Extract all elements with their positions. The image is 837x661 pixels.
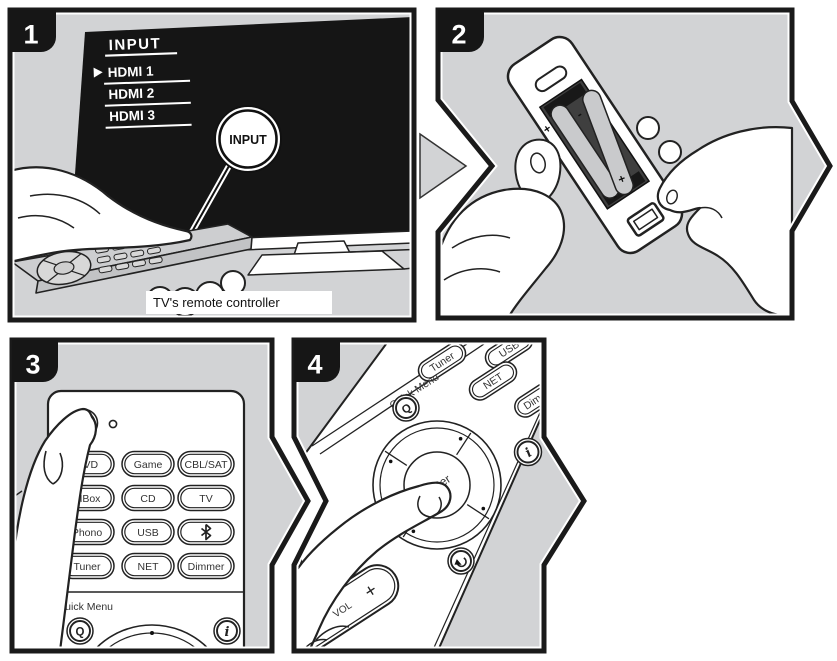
step-number-3: 3 [25,350,40,380]
step-number-4: 4 [307,350,322,380]
caption-box [146,291,332,314]
depicted-button-tuner: Tuner [73,561,101,573]
panel-3-border [9,337,311,654]
panel-4-border [291,337,587,654]
tv-menu-title: INPUT [108,35,161,54]
dpad-left-mark [388,459,393,464]
tv-menu-item-hdmi3: HDMI 3 [109,107,156,124]
menu-underline [105,123,192,129]
panel-step-2: + - - + [433,5,836,323]
hand-pressing-tv-remote [10,166,193,264]
fingertip [658,140,682,164]
callout-label: INPUT [229,133,267,147]
depicted-info-button: i [513,437,543,467]
input-selector-buttons: DVD Game CBL/SAT MBox CD TV Phono USB [59,450,235,580]
step-badge-2 [438,10,484,52]
polarity-minus-mark: - [609,189,621,204]
panel-2-border [435,7,833,321]
fingernail [43,450,64,485]
depicted-q-button: Q [392,394,420,422]
left-thumb [514,138,562,204]
fingernail [417,495,442,518]
depicted-button-cd: CD [140,493,156,505]
depicted-button-cblsat: CBL/SAT [185,459,229,471]
remote-back: + - - + [506,35,684,255]
polarity-minus-mark: - [573,107,585,122]
step-number-1: 1 [23,20,38,50]
menu-underline [105,52,178,57]
tv-menu-item-hdmi1: HDMI 1 [107,64,154,81]
remote-led-dot [108,419,118,429]
depicted-info-button: i [213,617,241,645]
bluetooth-icon [200,523,212,541]
dpad-up-mark [150,631,154,635]
tv-remote [11,223,253,294]
depicted-button-dimmer: Dimmer [188,561,225,573]
return-arrow-icon [454,557,467,568]
q-button-glyph: Q [76,627,85,639]
polarity-plus-mark: + [616,171,627,187]
step-badge-1 [10,10,56,52]
caption-tv-remote: TV's remote controller [153,295,280,310]
cover-latch-hole [632,208,659,231]
depicted-button-usb: USB [137,527,159,539]
step-number-2: 2 [451,20,466,50]
depicted-return-button [447,547,475,575]
quick-menu-label: Quick Menu [57,601,113,613]
tv-menu-item-hdmi2: HDMI 2 [108,86,154,103]
depicted-button-game: Game [134,459,163,471]
info-icon: i [225,625,230,640]
step-badge-3 [12,340,58,382]
callout-leader-line [188,165,230,238]
panel-1-border [7,7,417,323]
depicted-button-tv: TV [199,493,212,505]
tv-remote-buttons [95,236,163,274]
left-hand-holding-remote [438,187,566,318]
battery-being-inserted: + [582,89,634,196]
fingertip [636,116,660,140]
dpad-right-mark [481,506,486,511]
tv-input-menu: INPUT HDMI 1 HDMI 2 HDMI 3 [93,35,192,129]
callout-input-button: INPUT [214,105,282,173]
depicted-button-phono: Phono [72,527,103,539]
right-hand-inserting-battery [656,126,794,318]
depicted-q-button: Q [66,617,94,645]
panel-step-3: DVD Game CBL/SAT MBox CD TV Phono USB [7,335,314,656]
panel-step-4: USB Tuner NET Dimmer Quick Menu Q [289,335,590,656]
panel-step-1: INPUT HDMI 1 HDMI 2 HDMI 3 [5,5,419,325]
dpad-down-mark [411,529,416,534]
next-step-arrow-icon [419,132,468,200]
dpad-up-mark [458,436,463,441]
depicted-button-net: NET [138,561,160,573]
tv-remote-dpad [36,250,92,286]
battery-left [550,104,620,199]
right-arrow-icon [93,67,103,78]
depicted-button-net: NET [468,361,518,401]
step-badge-4 [294,340,340,382]
menu-underline [104,101,191,107]
dpad-top-arc [72,624,232,651]
strap-slot [534,65,568,93]
menu-underline [104,79,191,85]
fingernail [666,189,678,205]
thumbnail [530,152,546,174]
